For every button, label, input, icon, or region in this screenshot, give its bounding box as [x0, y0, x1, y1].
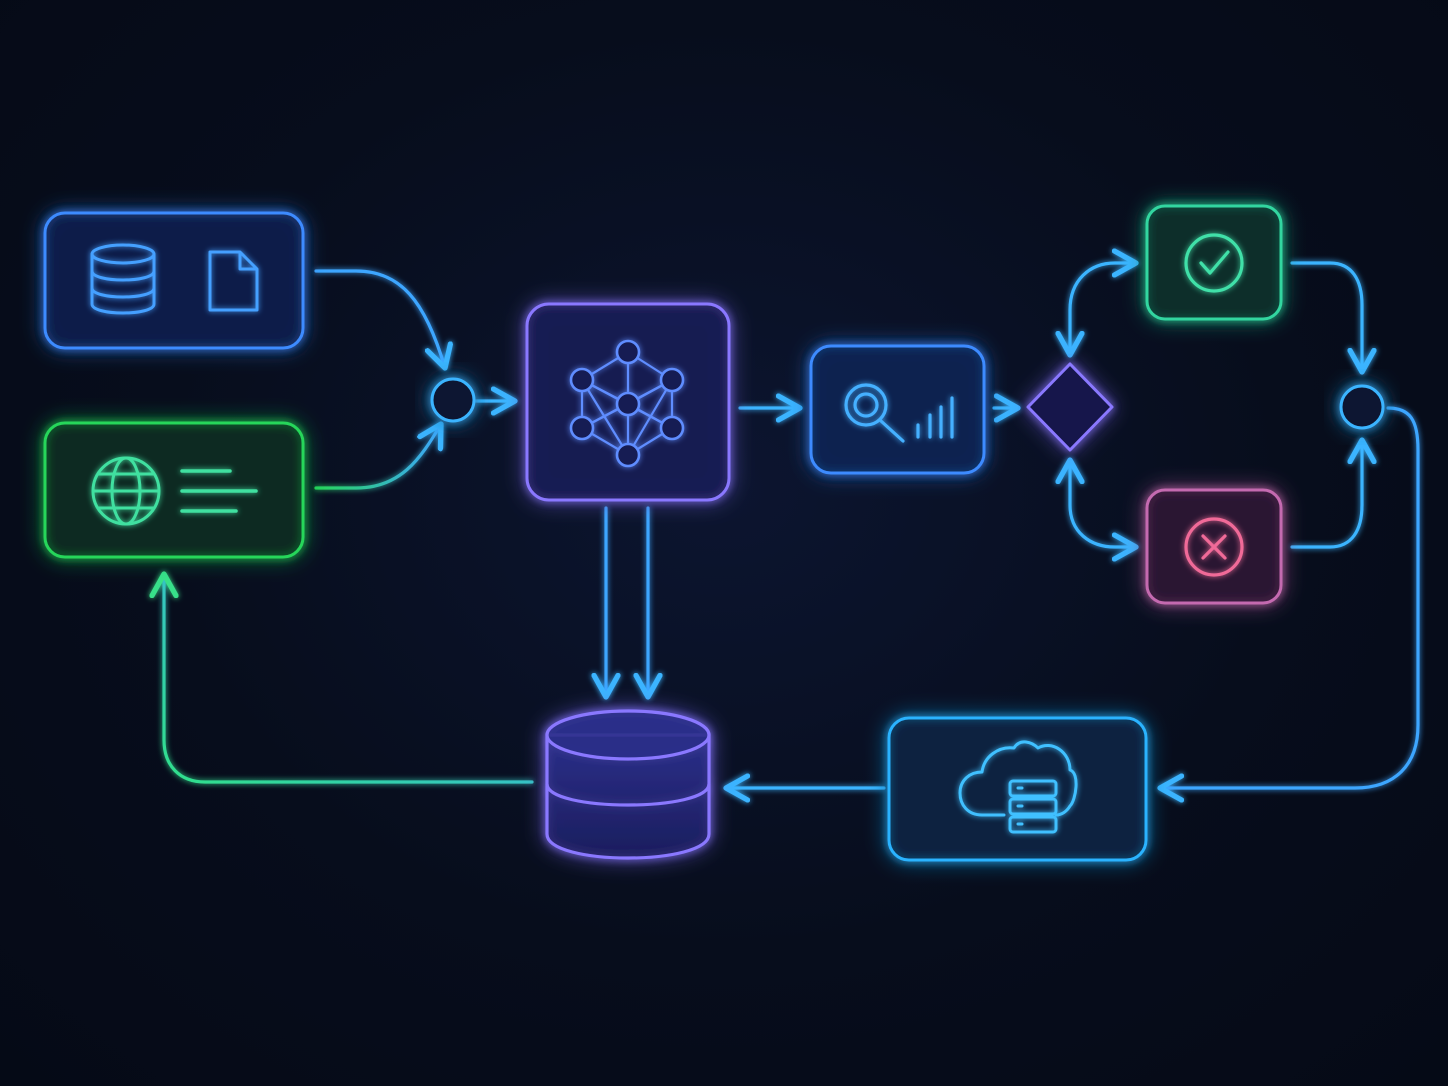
edge-decision-to-success — [1070, 263, 1136, 355]
edge-decision-to-failure — [1070, 460, 1136, 547]
document-icon — [208, 250, 259, 312]
edge-failure-to-junction — [1290, 440, 1362, 549]
x-circle-icon — [1184, 517, 1244, 577]
success-node — [1145, 204, 1283, 321]
failure-node — [1145, 488, 1283, 605]
neural-network-node — [525, 302, 731, 502]
edge-data-sources-to-junction — [314, 269, 445, 368]
neural-network-icon — [569, 339, 685, 468]
edge-junction-to-cloud-server — [1160, 406, 1420, 788]
data-sources-node — [43, 211, 305, 350]
central-database-node — [545, 709, 711, 860]
edge-database-to-web-sources — [164, 574, 534, 784]
result-junction-node — [1339, 384, 1385, 430]
web-sources-node — [43, 421, 305, 559]
edge-web-sources-to-junction — [314, 424, 441, 490]
magnifier-icon — [844, 383, 905, 443]
globe-icon — [91, 456, 161, 526]
analysis-node — [809, 344, 986, 475]
merge-junction-node — [430, 377, 476, 423]
cloud-server-node — [887, 716, 1148, 862]
text-lines-icon — [180, 469, 258, 513]
database-icon — [90, 243, 156, 315]
check-circle-icon — [1184, 233, 1244, 293]
edges — [164, 261, 1420, 788]
edge-success-to-junction — [1290, 261, 1362, 372]
cloud-server-icon — [958, 740, 1078, 834]
decision-node — [1026, 362, 1114, 452]
bar-chart-icon — [916, 396, 954, 439]
